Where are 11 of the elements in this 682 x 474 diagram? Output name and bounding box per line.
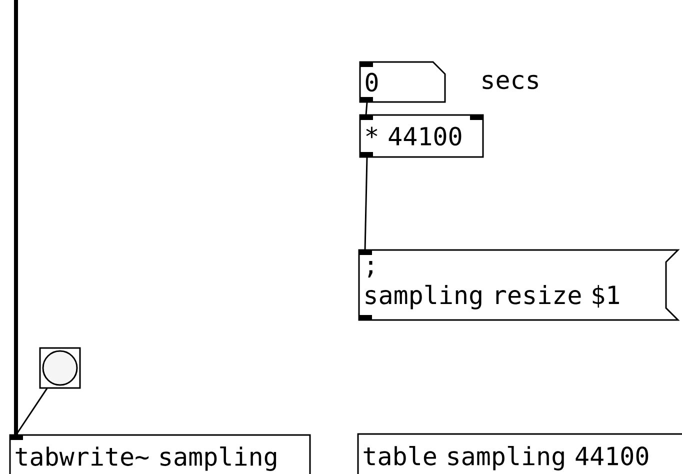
connection-line — [364, 157, 368, 250]
object-box: * 44100 — [359, 114, 484, 158]
connection-line — [365, 102, 368, 116]
number-box: 0 — [359, 61, 446, 103]
connection-line — [14, 0, 18, 435]
connection-line — [15, 388, 48, 436]
object-box: table sampling 44100 — [357, 433, 682, 474]
object-box: tabwrite~ sampling — [9, 434, 311, 474]
bang-button — [39, 347, 81, 389]
message-box: ; sampling resize $1 — [358, 249, 680, 321]
comment-text: secs — [482, 74, 538, 90]
